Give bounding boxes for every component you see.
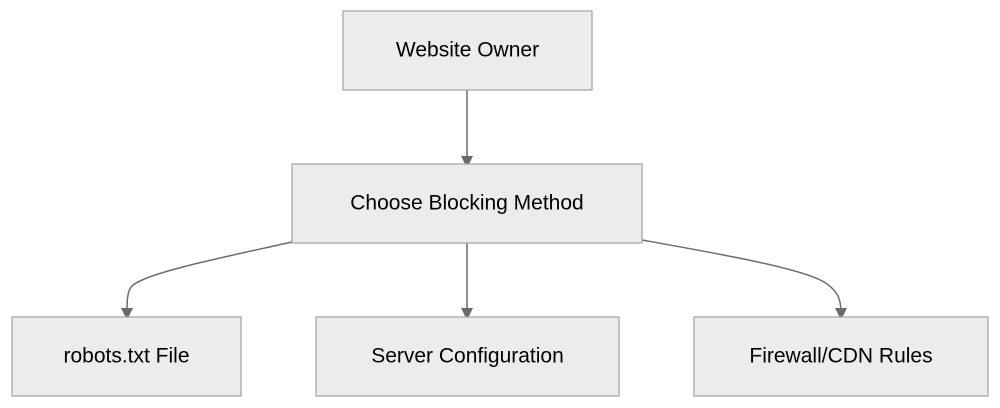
- node-website-owner[interactable]: Website Owner: [342, 10, 593, 91]
- node-box: [693, 316, 989, 397]
- edge-method-to-robots: [121, 241, 293, 320]
- edges: [121, 90, 847, 320]
- edge-method-to-firewall: [641, 239, 847, 320]
- node-firewall-cdn-rules[interactable]: Firewall/CDN Rules: [693, 316, 989, 397]
- node-label: robots.txt File: [63, 345, 189, 368]
- node-box: [291, 163, 643, 244]
- node-label: Website Owner: [396, 39, 539, 62]
- node-box: [11, 316, 242, 397]
- node-label: Choose Blocking Method: [350, 192, 583, 215]
- node-label: Server Configuration: [371, 345, 564, 368]
- node-server-configuration[interactable]: Server Configuration: [315, 316, 620, 397]
- node-robots-txt-file[interactable]: robots.txt File: [11, 316, 242, 397]
- node-label: Firewall/CDN Rules: [749, 345, 932, 368]
- node-box: [315, 316, 620, 397]
- node-box: [342, 10, 593, 91]
- node-choose-blocking-method[interactable]: Choose Blocking Method: [291, 163, 643, 244]
